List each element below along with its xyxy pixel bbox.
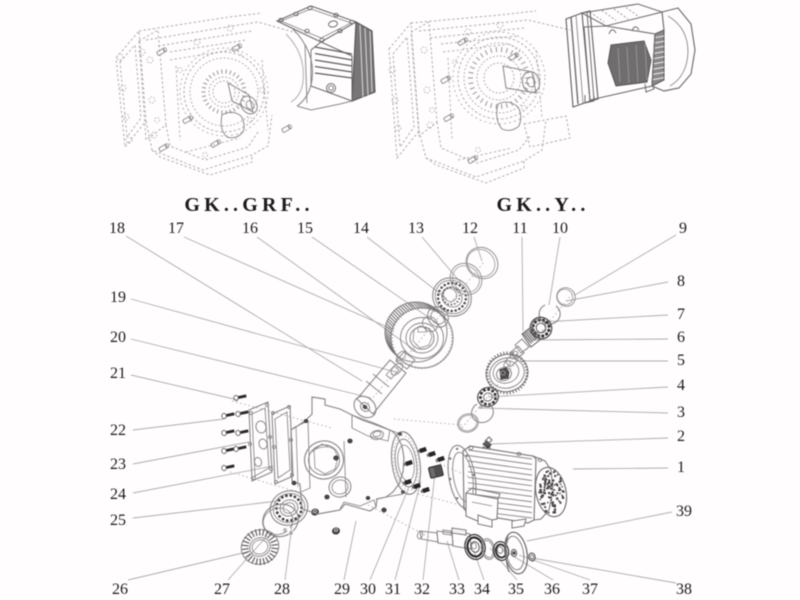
svg-text:16: 16 xyxy=(242,220,258,237)
svg-text:29: 29 xyxy=(334,581,350,598)
svg-text:24: 24 xyxy=(110,486,126,503)
svg-text:9: 9 xyxy=(679,220,687,237)
svg-text:33: 33 xyxy=(449,581,465,598)
svg-text:26: 26 xyxy=(112,581,128,598)
svg-text:13: 13 xyxy=(408,220,424,237)
svg-text:10: 10 xyxy=(552,220,568,237)
svg-text:20: 20 xyxy=(110,329,126,346)
svg-text:25: 25 xyxy=(110,512,126,529)
svg-text:18: 18 xyxy=(109,220,125,237)
svg-text:7: 7 xyxy=(677,306,685,323)
svg-text:3: 3 xyxy=(677,404,685,421)
svg-text:28: 28 xyxy=(274,581,290,598)
svg-text:32: 32 xyxy=(414,581,430,598)
svg-text:36: 36 xyxy=(544,581,560,598)
svg-text:2: 2 xyxy=(677,428,685,445)
svg-text:GK..GRF..: GK..GRF.. xyxy=(184,194,313,216)
svg-text:27: 27 xyxy=(214,581,230,598)
svg-text:12: 12 xyxy=(462,220,478,237)
svg-text:21: 21 xyxy=(110,365,126,382)
svg-text:23: 23 xyxy=(110,456,126,473)
svg-text:37: 37 xyxy=(582,581,598,598)
svg-text:38: 38 xyxy=(676,581,692,598)
svg-text:4: 4 xyxy=(677,377,685,394)
svg-text:31: 31 xyxy=(385,581,401,598)
svg-text:19: 19 xyxy=(110,289,126,306)
svg-text:15: 15 xyxy=(297,220,313,237)
svg-text:17: 17 xyxy=(168,220,184,237)
svg-text:35: 35 xyxy=(508,581,524,598)
svg-text:22: 22 xyxy=(110,422,126,439)
svg-text:39: 39 xyxy=(676,503,692,520)
svg-text:11: 11 xyxy=(512,220,527,237)
svg-text:34: 34 xyxy=(474,581,490,598)
svg-text:GK..Y..: GK..Y.. xyxy=(496,194,589,216)
svg-text:5: 5 xyxy=(677,352,685,369)
svg-text:1: 1 xyxy=(677,459,685,476)
svg-text:30: 30 xyxy=(360,581,376,598)
svg-text:6: 6 xyxy=(677,329,685,346)
svg-text:8: 8 xyxy=(677,273,685,290)
svg-text:14: 14 xyxy=(353,220,369,237)
